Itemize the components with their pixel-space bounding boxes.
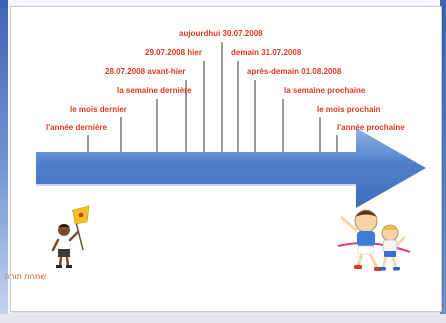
label-apres-demain: après-demain 01.08.2008 xyxy=(247,67,342,76)
running-children-icon xyxy=(337,209,411,271)
label-annee-prochaine: l'année prochaine xyxy=(337,123,405,132)
right-blue-border xyxy=(440,0,446,323)
label-mois-prochain: le mois prochain xyxy=(317,105,381,114)
label-annee-derniere: l'année dernière xyxy=(46,123,108,132)
label-avant-hier: 28.07.2008 avant-hier xyxy=(105,67,186,76)
label-aujourdhui: aujourdhui 30.07.2008 xyxy=(179,29,263,38)
timeline-arrow xyxy=(36,128,426,208)
left-blue-border xyxy=(0,0,8,323)
label-semaine-prochaine: la semaine prochaine xyxy=(284,86,366,95)
label-mois-dernier: le mois dernier xyxy=(70,105,127,114)
label-demain: demain 31.07.2008 xyxy=(231,48,302,57)
hebrew-caption: שמחת תורה xyxy=(5,272,47,281)
tick-marks xyxy=(87,42,338,152)
label-hier: 29.07.2008 hier xyxy=(145,48,202,57)
bottom-strip xyxy=(0,314,446,323)
label-semaine-derniere: la semaine dernière xyxy=(117,86,192,95)
boy-with-flag-icon xyxy=(51,205,90,268)
